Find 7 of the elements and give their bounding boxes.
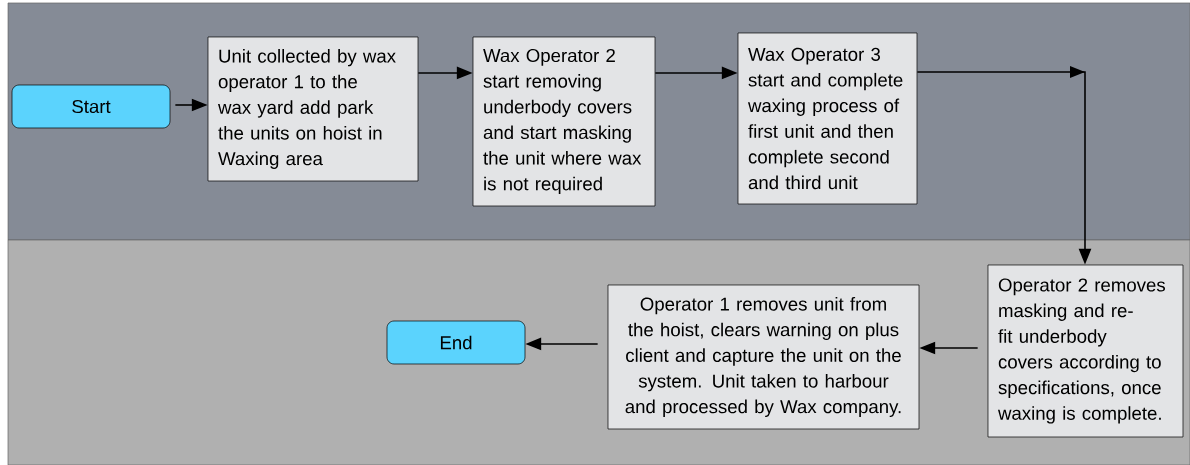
process-box: Unit collected by wax operator 1 to the wax yard add park the units on hoist in Waxing area (207, 36, 419, 182)
process-box: Operator 1 removes unit from the hoist, clears warning on plus client and capture the unit on the system. Unit taken to harbour and processed by Wax company. (607, 284, 920, 430)
terminal-box: End (386, 320, 526, 365)
process-box: Wax Operator 2 start removing underbody covers and start masking the unit where wax is not required (472, 36, 656, 207)
terminal-box: Start (11, 84, 171, 129)
process-box: Operator 2 removes masking and re-fit underbody covers according to specifications, once waxing is complete. (987, 264, 1184, 438)
process-box: Wax Operator 3 start and complete waxing process of first unit and then complete second and third unit (737, 32, 918, 205)
